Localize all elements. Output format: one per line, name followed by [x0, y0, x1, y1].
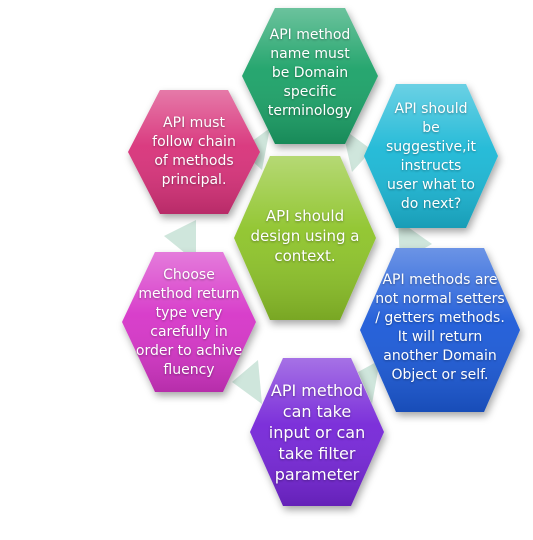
hexagon-bottom-left-text: Choose method return type very carefully…	[135, 267, 243, 378]
hexagon-center-text: API should design using a context.	[250, 207, 360, 265]
connector-wedge	[358, 360, 380, 404]
hexagon-top-text: API method name must be Domain specific …	[267, 27, 353, 119]
hexagon-top-left-text: API must follow chain of methods princip…	[152, 115, 236, 188]
hexagon-top-right-shine	[364, 84, 498, 228]
connector-wedge	[164, 220, 196, 262]
hexagon-bottom-left-shine	[122, 252, 256, 392]
hexagon-bottom-right-text: API methods are not normal setters / get…	[375, 272, 505, 383]
hexagon-bottom-text: API method can take input or can take fi…	[268, 381, 366, 484]
hexagon-top-left-shine	[128, 90, 260, 214]
hexagon-bottom-right-shine	[360, 248, 520, 412]
hexagon-top-right-text: API should be suggestive,it instructs us…	[386, 101, 476, 212]
hexagon-bottom-shine	[250, 358, 384, 506]
hexagon-top-shine	[242, 8, 378, 144]
connector-wedge	[232, 360, 262, 404]
hexagon-center-shine	[234, 156, 376, 320]
connector-wedge	[342, 128, 372, 172]
